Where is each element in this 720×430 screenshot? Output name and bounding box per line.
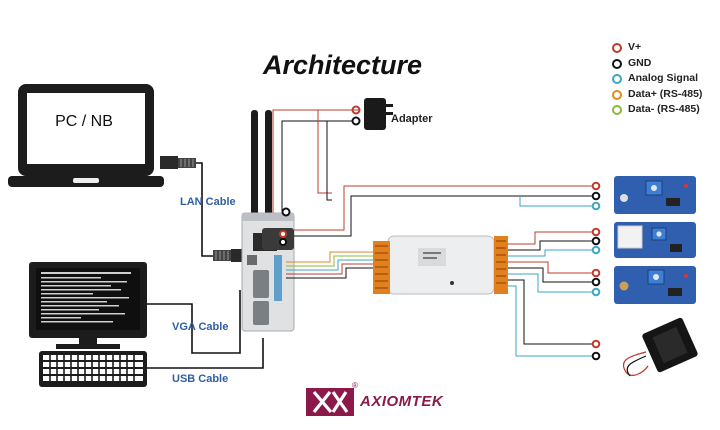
gateway-gnd-terminal-2 [279, 238, 287, 246]
gateway-device-icon [241, 110, 295, 332]
adapter-gnd-terminal [351, 116, 361, 126]
usb-cable [147, 338, 264, 369]
lan-plug-laptop-icon [160, 156, 196, 169]
laptop-icon [8, 84, 164, 187]
legend-dot-icon [612, 105, 622, 115]
legend-dot-icon [612, 89, 622, 100]
legend-dot-icon [612, 43, 622, 53]
monitor-icon [29, 262, 147, 349]
adapter-label: Adapter [391, 113, 433, 125]
pc-nb-label: PC / NB [55, 113, 113, 130]
axiomtek-logo-icon [306, 388, 354, 416]
gateway-vplus-terminal [281, 207, 291, 217]
sensor-terminals [591, 181, 601, 361]
vga-cable [147, 290, 241, 354]
brand-name: AXIOMTEK [360, 393, 444, 410]
lan-cable-label: LAN Cable [180, 196, 236, 208]
legend-dot-icon [612, 58, 622, 69]
lan-cable [196, 162, 216, 257]
io-module-icon [373, 235, 508, 295]
registered-mark: ® [352, 381, 358, 390]
vga-cable-label: VGA Cable [172, 321, 229, 333]
gateway-gnd-terminal [279, 230, 287, 238]
gateway-module-wires [286, 185, 592, 279]
adapter-icon [364, 98, 393, 130]
lan-plug-gateway-icon [213, 249, 245, 262]
power-wires [272, 109, 353, 215]
sensor-board-1-icon [614, 176, 696, 214]
usb-cable-label: USB Cable [172, 373, 229, 385]
legend-dot-icon [612, 74, 622, 84]
page-title: Architecture [263, 50, 423, 80]
sensor-board-2-icon [614, 222, 696, 258]
battery-holder-icon [622, 317, 698, 377]
module-sensor-wires [353, 109, 592, 357]
sensor-board-3-icon [614, 266, 696, 304]
keyboard-icon [39, 351, 147, 387]
